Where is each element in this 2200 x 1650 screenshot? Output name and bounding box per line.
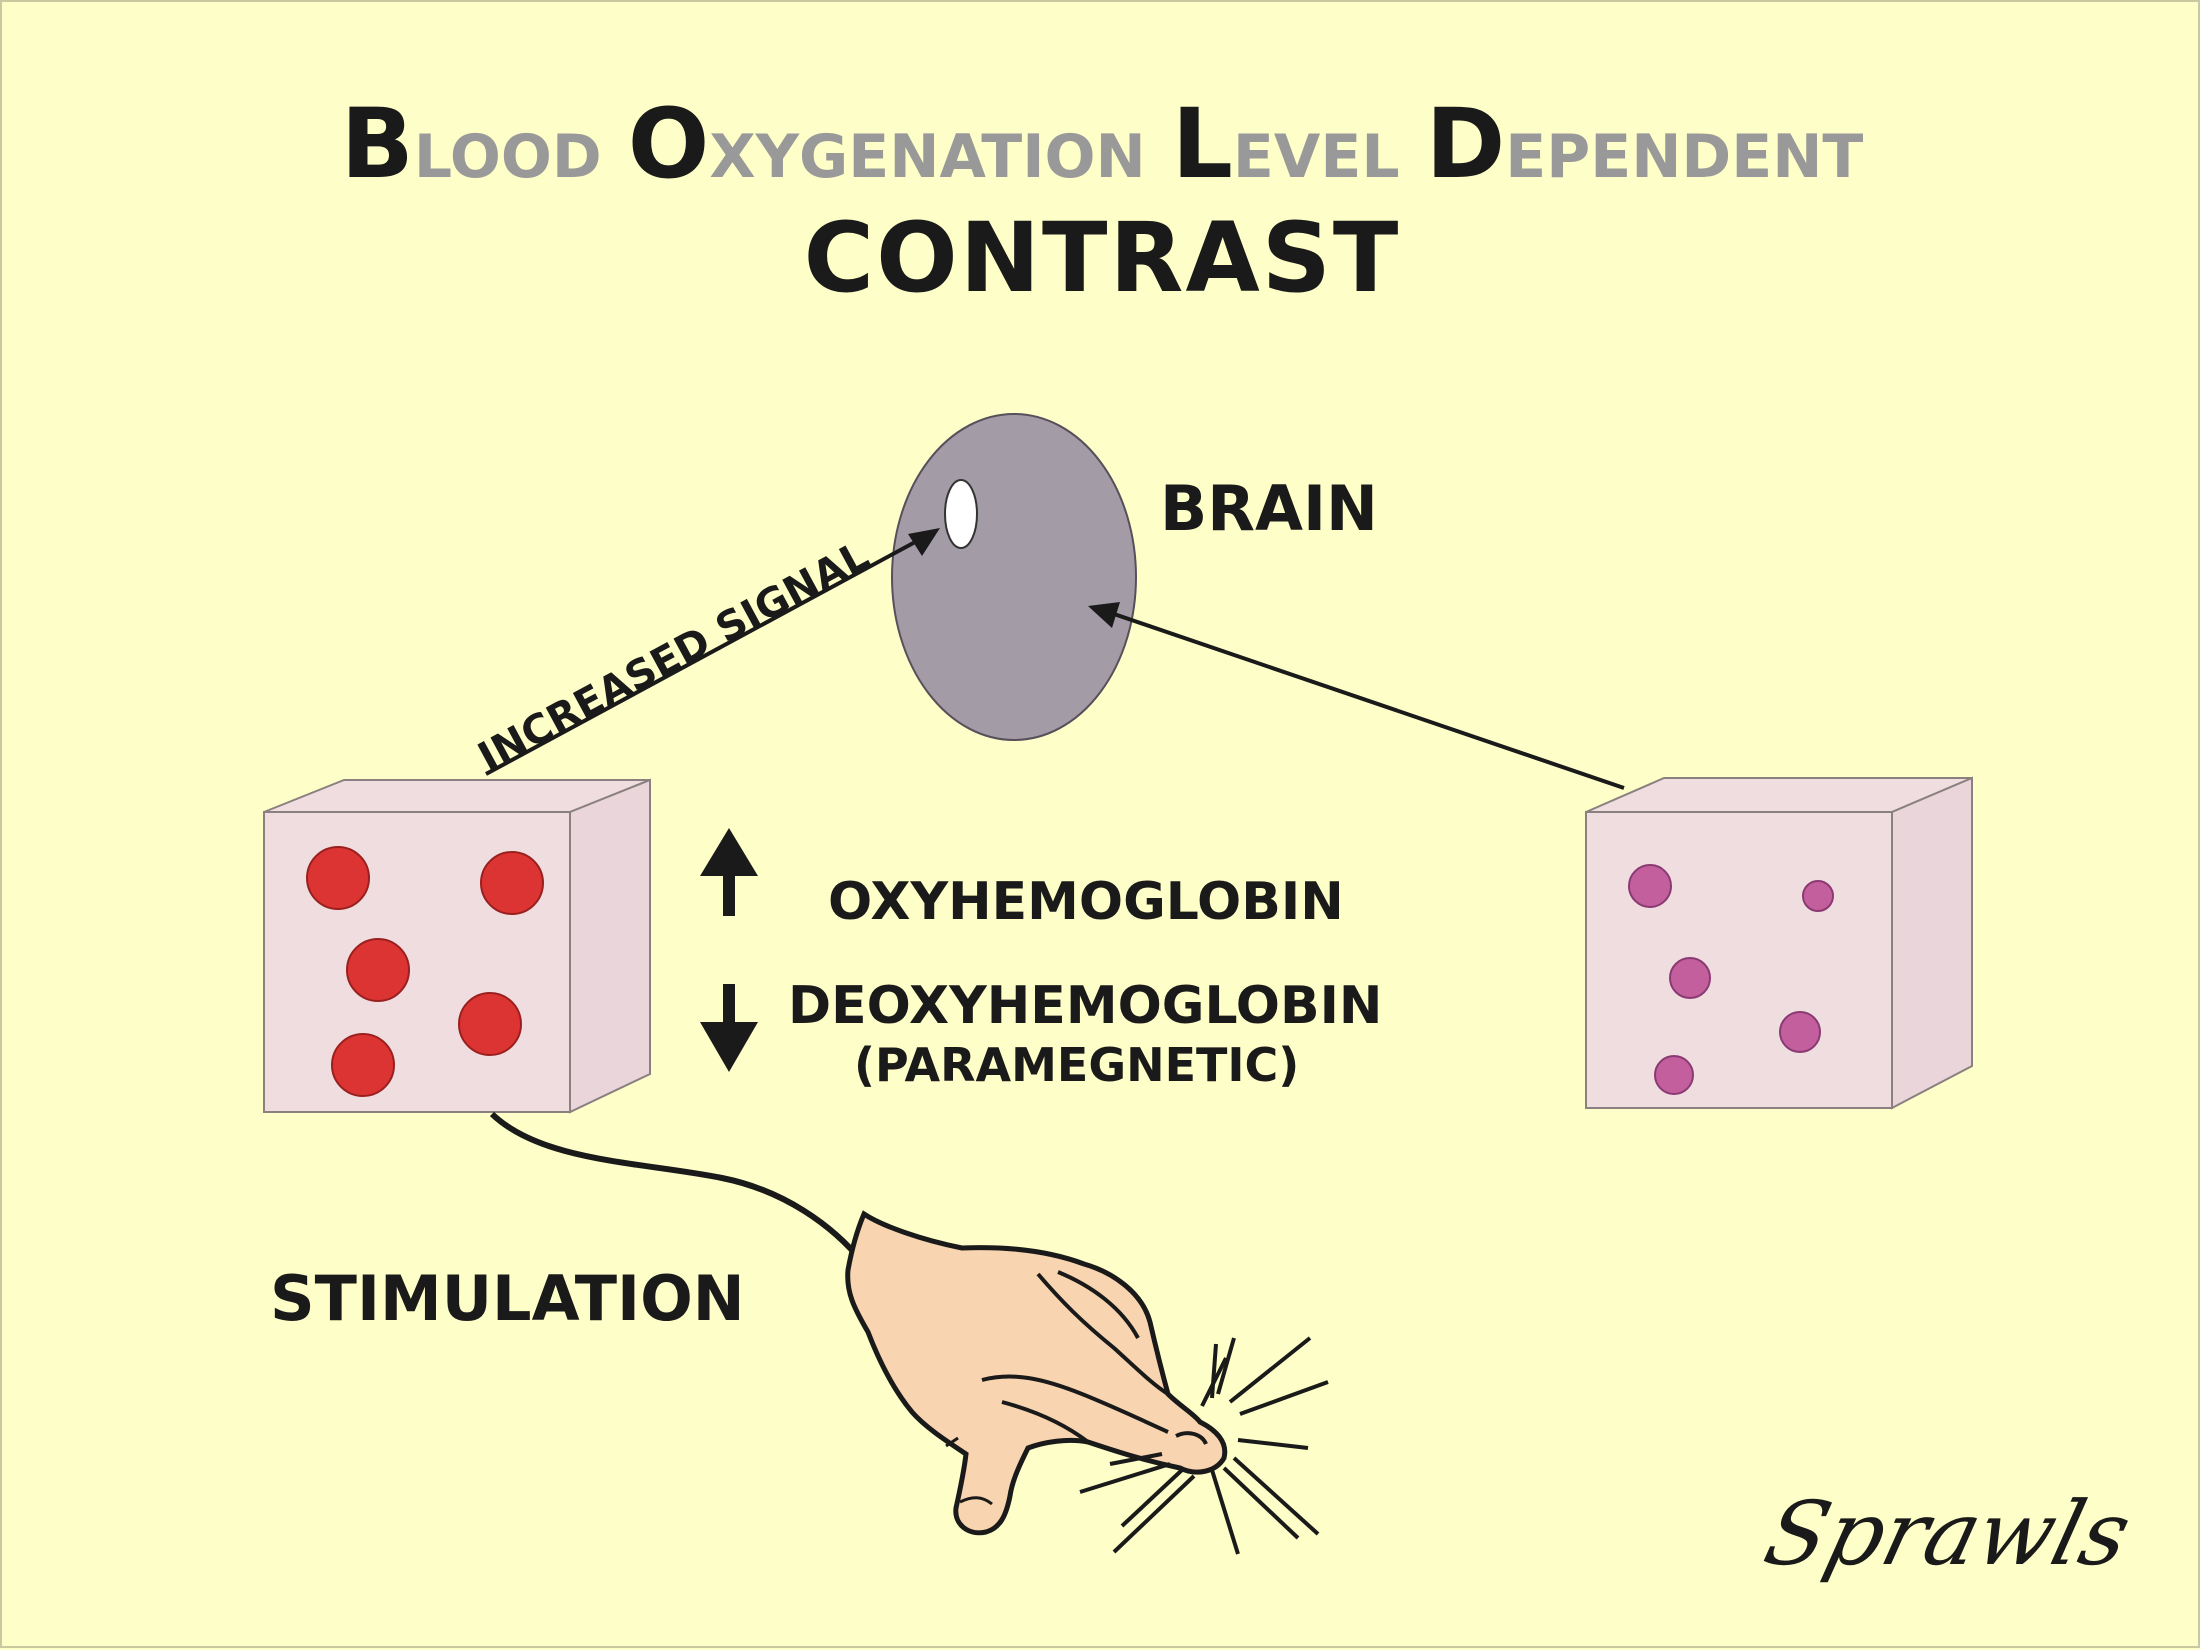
deoxy-cell [1779, 1011, 1821, 1053]
deoxy-cell [1628, 864, 1672, 908]
oxy-cell [306, 846, 370, 910]
activation-spot [944, 479, 978, 549]
pointing-hand-icon [845, 1210, 1228, 1536]
arrow-down-icon [700, 984, 758, 1072]
oxy-cell [458, 992, 522, 1056]
title-word-level: LEVEL [1171, 88, 1400, 200]
oxy-cell [480, 851, 544, 915]
title-word-blood: BLOOD [340, 88, 602, 200]
author-signature: Sprawls [1755, 1482, 2141, 1585]
oxyhemoglobin-label: OXYHEMOGLOBIN [828, 872, 1344, 932]
arrow-up-icon [700, 828, 758, 916]
brain-shape [891, 413, 1137, 741]
title-word-dependent: DEPENDENT [1425, 88, 1864, 200]
impact-burst [1079, 1336, 1329, 1555]
nerve-pathway [489, 1111, 867, 1266]
deoxy-cell [1669, 957, 1711, 999]
oxy-cell [346, 938, 410, 1002]
increased-signal-label: INCREASED SIGNAL [471, 533, 877, 781]
stimulated-tissue-cube [263, 778, 651, 1114]
deoxy-cell [1654, 1055, 1694, 1095]
stimulation-label: STIMULATION [270, 1262, 745, 1335]
title-word-oxygenation: OXYGENATION [627, 88, 1146, 200]
title-contrast: CONTRAST [803, 202, 1401, 314]
increased-signal-arrow [485, 528, 940, 776]
baseline-arrow [1088, 602, 1625, 790]
deoxy-cell [1802, 880, 1834, 912]
brain-label: BRAIN [1160, 472, 1378, 545]
baseline-tissue-cube [1585, 776, 1973, 1110]
deoxyhemoglobin-label: DEOXYHEMOGLOBIN [788, 976, 1383, 1036]
paramagnetic-label: (PARAMEGNETIC) [854, 1038, 1300, 1092]
oxy-cell [331, 1033, 395, 1097]
